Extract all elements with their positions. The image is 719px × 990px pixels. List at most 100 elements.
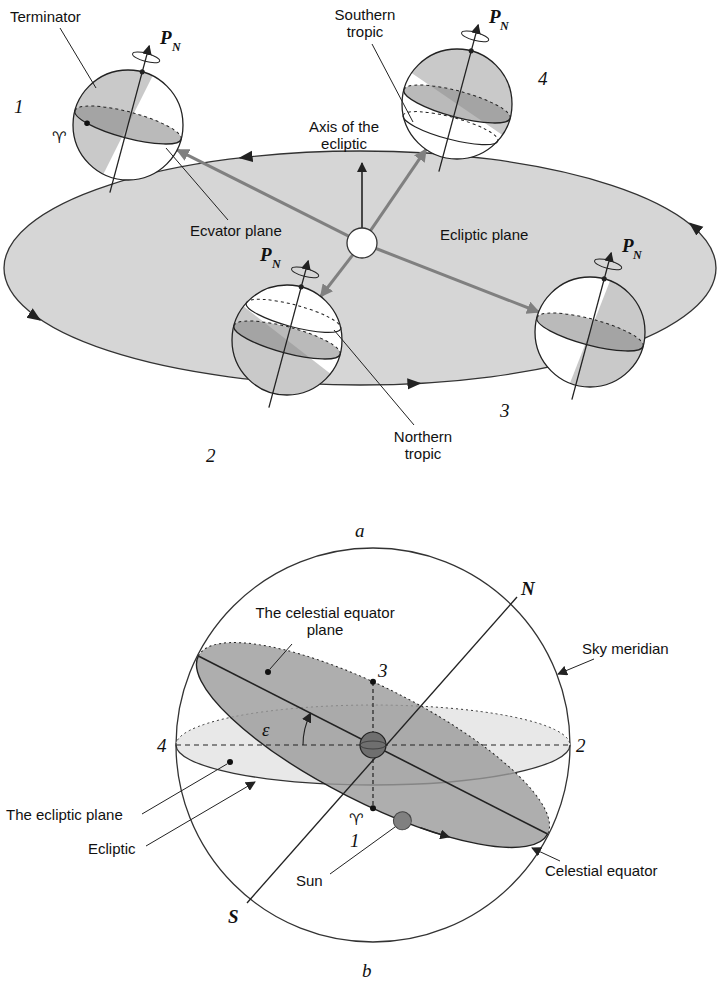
celestial-sphere (176, 548, 570, 942)
panel-letter: a (355, 520, 365, 542)
sun-direction-arrows (376, 249, 539, 313)
earth-sphere (519, 239, 665, 414)
position-number: 4 (538, 68, 548, 90)
orbit-arrows (410, 383, 420, 385)
equinox-symbol: ♈ (52, 128, 66, 147)
reference-lines (303, 713, 311, 745)
part-label: Ecliptic (88, 840, 136, 857)
earth-sphere (54, 32, 202, 207)
ecliptic-axis-arrow (362, 163, 363, 228)
sun (347, 228, 377, 258)
leader-line (60, 28, 96, 88)
position-number: 4 (157, 735, 167, 757)
celestial-equator-plane (390, 809, 414, 833)
leader-line (372, 44, 413, 122)
earth (360, 732, 386, 758)
part-label: Sky meridian (582, 640, 669, 657)
leader-line (558, 659, 594, 674)
celestial-equator-plane (420, 823, 449, 841)
leader-line (334, 330, 414, 425)
point-marker (265, 669, 271, 675)
point-marker (227, 759, 233, 765)
earth-sphere (572, 253, 611, 400)
leader-line (532, 848, 560, 861)
leader-line (330, 827, 395, 874)
pole-label: P (489, 7, 501, 26)
earth-sphere (232, 285, 342, 395)
part-label: Northern tropic (380, 428, 466, 462)
part-label: Southern tropic (322, 6, 408, 40)
position-number: 3 (378, 660, 388, 682)
part-label: Sun (296, 872, 323, 889)
part-label: The celestial equator plane (245, 604, 405, 638)
pole-subscript: N (172, 41, 181, 53)
earth-sphere (439, 25, 478, 172)
leader-line (166, 148, 228, 220)
earth-sphere (519, 239, 665, 414)
part-label: Ecvator plane (190, 222, 282, 239)
position-number: 2 (206, 445, 216, 467)
pole-subscript: N (633, 249, 642, 261)
celestial-equator-plane (172, 656, 547, 885)
celestial-equator-plane (198, 605, 573, 834)
pole-subscript: N (500, 20, 509, 32)
leader-line (146, 782, 255, 846)
celestial-sphere (176, 548, 570, 942)
point-marker (227, 669, 376, 811)
pole-subscript: N (272, 258, 281, 270)
ecliptic-axis-arrow (361, 163, 363, 228)
leader-line (270, 644, 292, 669)
earth-sphere (84, 120, 91, 127)
earth-sphere (594, 257, 623, 272)
earth-sphere (269, 261, 308, 408)
equinox-symbol: ♈ (349, 810, 363, 829)
earth-sphere (110, 46, 149, 193)
axis-end-label: S (228, 906, 239, 928)
panel-letter: b (362, 960, 372, 982)
orbit-arrows (240, 157, 250, 158)
earth-sphere (461, 29, 490, 44)
reference-lines (247, 597, 517, 903)
orbit-arrows (32, 315, 40, 321)
earth-sphere (73, 70, 183, 180)
earth-sphere (386, 11, 532, 186)
point-marker (370, 805, 376, 811)
earth-sphere (210, 247, 361, 422)
earth-sphere (216, 247, 362, 422)
earth-sphere (57, 32, 203, 207)
sun-direction-arrows (321, 255, 353, 297)
earth-sphere (402, 49, 512, 159)
position-number: 1 (14, 96, 24, 118)
leader-line (142, 644, 594, 874)
point-marker (370, 679, 376, 685)
reference-lines (176, 597, 570, 903)
part-label: Ecliptic plane (440, 226, 528, 243)
sun (347, 228, 377, 258)
earth-sphere (386, 11, 534, 186)
position-number: 3 (500, 400, 510, 422)
ecliptic-plane (4, 151, 716, 385)
position-number: 1 (350, 830, 360, 852)
ecliptic-plane (4, 151, 716, 385)
orbit-arrows (690, 223, 698, 229)
earth-sphere (291, 265, 320, 280)
axis-end-label: N (521, 578, 535, 600)
celestial-equator-plane (172, 605, 573, 885)
sun-direction-arrows (371, 149, 427, 230)
pole-label: P (622, 236, 634, 255)
pole-label: P (160, 28, 172, 47)
earth (360, 741, 386, 749)
leader-line (60, 28, 414, 425)
part-label: Axis of the ecliptic (292, 118, 396, 152)
part-label: Terminator (10, 8, 81, 25)
part-label: The ecliptic plane (6, 806, 123, 823)
pole-label: P (260, 245, 272, 264)
sun-direction-arrows (177, 149, 539, 312)
earth-sphere (535, 277, 645, 387)
earth-sphere (132, 50, 161, 65)
angle-symbol: ε (262, 719, 270, 741)
part-label: Celestial equator (545, 862, 658, 879)
position-number: 2 (576, 735, 586, 757)
celestial-equator-plane (170, 605, 574, 890)
